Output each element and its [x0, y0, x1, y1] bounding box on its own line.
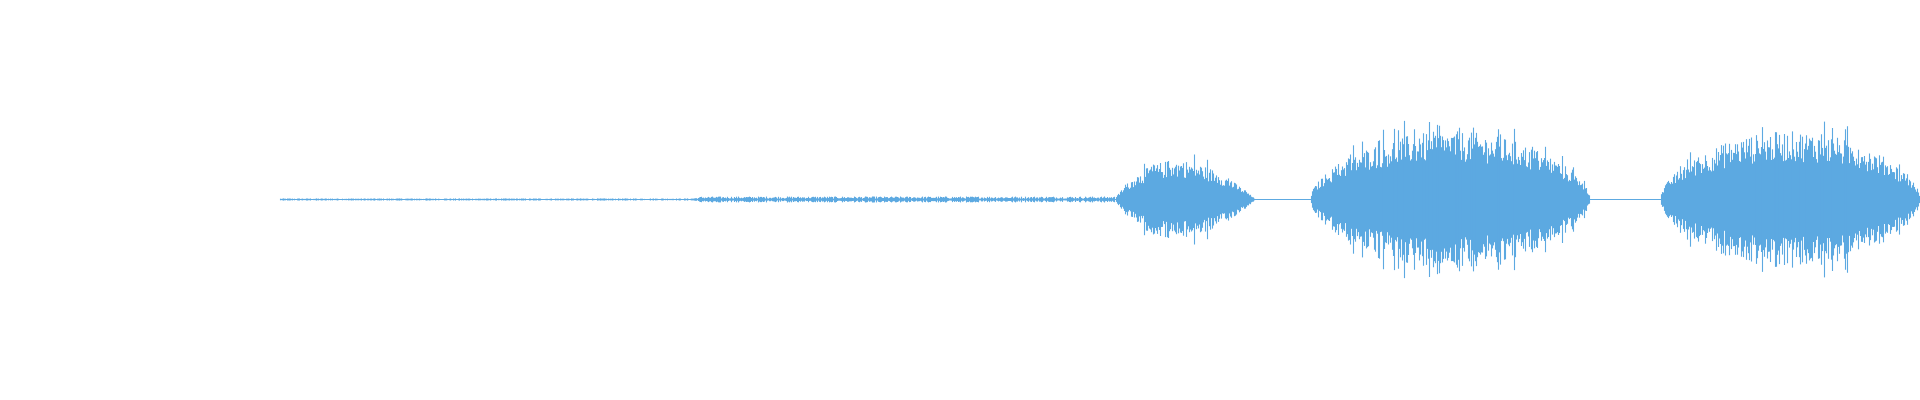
- waveform-samples: [279, 120, 1920, 279]
